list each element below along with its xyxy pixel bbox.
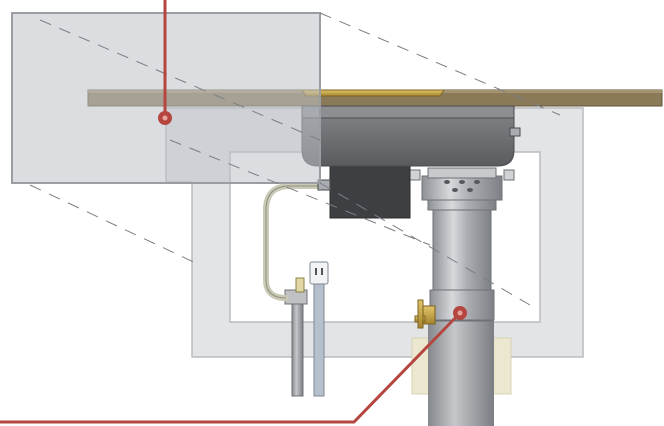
sink-flange bbox=[301, 89, 445, 97]
electrical-outlet bbox=[309, 261, 329, 397]
hot-water-tank bbox=[409, 167, 515, 322]
shut-off-valve bbox=[414, 299, 436, 329]
callout-top bbox=[158, 0, 172, 125]
projection-lines bbox=[29, 12, 561, 306]
supply-pipe bbox=[284, 277, 308, 397]
motor-housing bbox=[329, 165, 411, 219]
callout-bottom bbox=[0, 306, 467, 424]
insinkerator-body bbox=[301, 105, 521, 191]
